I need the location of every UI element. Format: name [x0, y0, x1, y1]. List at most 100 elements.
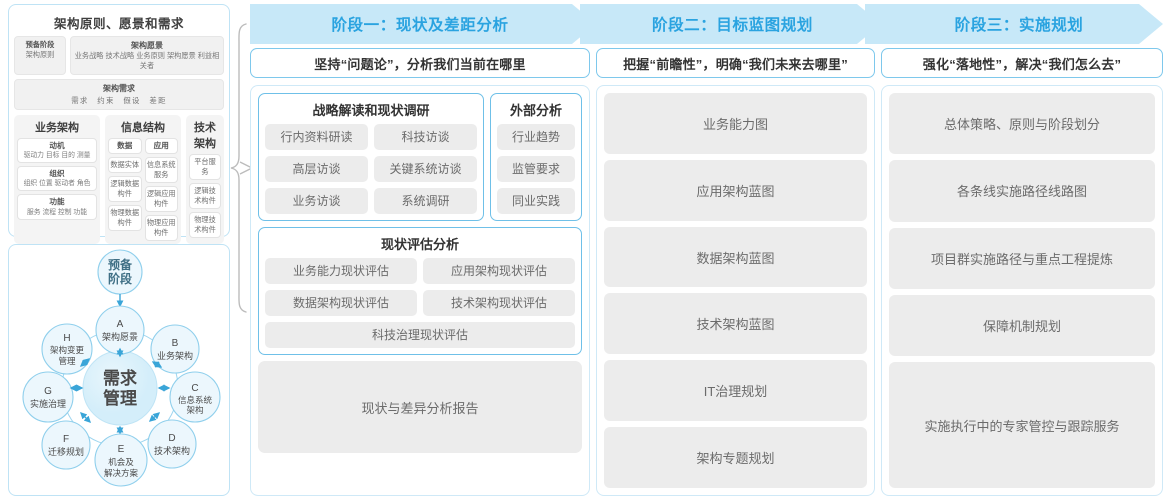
togaf-cell-physical-application-component-text: 物理应用构件 — [146, 218, 176, 238]
phase-3-body: 总体策略、原则与阶段划分 各条线实施路径线路图 项目群实施路径与重点工程提炼 保… — [881, 85, 1163, 496]
item-expert-control-tracking-service[interactable]: 实施执行中的专家管控与跟踪服务 — [889, 362, 1155, 489]
item-technology-architecture-blueprint[interactable]: 技术架构蓝图 — [604, 293, 867, 355]
item-application-architecture-blueprint[interactable]: 应用架构蓝图 — [604, 159, 867, 221]
adm-node-c-label-1: 信息系统 — [178, 395, 213, 405]
chip-business-interview[interactable]: 业务访谈 — [265, 188, 368, 214]
adm-node-e-label-2: 解决方案 — [104, 468, 139, 478]
adm-node-e-key: E — [118, 444, 125, 455]
togaf-pillar-information-header: 信息结构 — [121, 121, 165, 134]
togaf-adm-cycle-panel: 需求 管理 预备 阶段 A 架构愿景 B 业务架构 C 信息系统 架构 — [8, 244, 230, 496]
strategy-survey-row-3: 业务访谈 系统调研 — [265, 188, 477, 214]
chip-tech-governance-assessment[interactable]: 科技治理现状评估 — [265, 322, 575, 348]
togaf-cell-physical-data-component: 物理数据构件 — [108, 205, 142, 232]
phase-3-banner: 阶段三：实施规划 — [875, 4, 1163, 44]
phase-1-banner: 阶段一：现状及差距分析 — [250, 4, 590, 44]
togaf-cell-platform-service: 平台服务 — [189, 153, 221, 180]
togaf-info-col-data: 数据 数据实体 逻辑数据构件 物理数据构件 — [108, 137, 142, 242]
chip-data-architecture-assessment[interactable]: 数据架构现状评估 — [265, 290, 417, 316]
adm-node-f-key: F — [63, 434, 69, 445]
phase-2-body: 业务能力图 应用架构蓝图 数据架构蓝图 技术架构蓝图 IT治理规划 架构专题规划 — [596, 85, 875, 496]
phase-3-column: 强化“落地性”，解决“我们怎么去” 总体策略、原则与阶段划分 各条线实施路径线路… — [881, 48, 1163, 496]
adm-node-e-label-1: 机会及 — [108, 457, 134, 467]
chip-executive-interview[interactable]: 高层访谈 — [265, 156, 368, 182]
phase-2-banner-text: 阶段二：目标蓝图规划 — [651, 17, 813, 34]
adm-node-c-key: C — [191, 383, 198, 394]
item-data-architecture-blueprint[interactable]: 数据架构蓝图 — [604, 226, 867, 288]
adm-center-line1: 需求 — [103, 368, 137, 388]
togaf-cell-physical-data-component-text: 物理数据构件 — [110, 208, 140, 228]
adm-node-b-label: 业务架构 — [157, 350, 193, 361]
togaf-cell-logical-data-component: 逻辑数据构件 — [108, 175, 142, 203]
adm-node-a-key: A — [117, 319, 124, 330]
phase-1-column: 坚持“问题论”，分析我们当前在哪里 战略解读和现状调研 行内资料研读 科技访谈 … — [250, 48, 590, 496]
togaf-pillars: 业务架构 动机 驱动力 目标 目的 测量 组织 组织 位置 驱动者 角色 功能 … — [14, 114, 224, 245]
assessment-row-3: 科技治理现状评估 — [265, 322, 575, 348]
togaf-cell-physical-application-component: 物理应用构件 — [144, 215, 178, 242]
togaf-pillar-business: 业务架构 动机 驱动力 目标 目的 测量 组织 组织 位置 驱动者 角色 功能 … — [14, 114, 100, 245]
item-it-governance-plan[interactable]: IT治理规划 — [604, 360, 867, 422]
adm-node-h-label-1: 架构变更 — [50, 345, 85, 355]
item-business-capability-map[interactable]: 业务能力图 — [604, 93, 867, 154]
togaf-req-line1: 架构需求 — [103, 84, 135, 94]
adm-node-c-label-2: 架构 — [186, 405, 203, 415]
gap-analysis-report-card[interactable]: 现状与差异分析报告 — [258, 361, 582, 453]
phase-3-subtitle: 强化“落地性”，解决“我们怎么去” — [881, 48, 1163, 78]
phase-1-banner-text: 阶段一：现状及差距分析 — [331, 17, 509, 34]
phase-3-item-list: 总体策略、原则与阶段划分 各条线实施路径线路图 项目群实施路径与重点工程提炼 保… — [889, 93, 1155, 489]
togaf-cell-information-system-service-text: 信息系统服务 — [146, 159, 176, 179]
togaf-vision-line1: 架构愿景 — [131, 41, 163, 50]
togaf-cell-data: 数据 — [108, 137, 142, 154]
chip-system-survey[interactable]: 系统调研 — [374, 188, 477, 214]
strategy-survey-row-1: 行内资料研读 科技访谈 — [265, 124, 477, 150]
togaf-cell-data-entity-text: 数据实体 — [110, 159, 140, 169]
togaf-cell-motivation-title: 动机 — [49, 140, 65, 150]
togaf-cell-application-title: 应用 — [153, 140, 169, 150]
external-analysis-title: 外部分析 — [509, 103, 562, 118]
togaf-req-line2: 需求 约束 假设 差距 — [71, 95, 167, 105]
item-line-implementation-roadmap[interactable]: 各条线实施路径线路图 — [889, 160, 1155, 222]
phase-banner-shapes — [250, 4, 1163, 44]
togaf-cell-data-entity: 数据实体 — [108, 156, 142, 173]
chip-internal-doc-study[interactable]: 行内资料研读 — [265, 124, 368, 150]
togaf-cell-organization-title: 组织 — [49, 169, 65, 179]
adm-node-b-key: B — [172, 338, 179, 349]
chip-industry-trends[interactable]: 行业趋势 — [497, 124, 575, 150]
adm-center-line2: 管理 — [103, 388, 137, 408]
chip-business-capability-assessment[interactable]: 业务能力现状评估 — [265, 258, 417, 284]
togaf-info-col-application: 应用 信息系统服务 逻辑应用构件 物理应用构件 — [144, 137, 178, 242]
chip-peer-practices[interactable]: 同业实践 — [497, 188, 575, 214]
item-architecture-topic-plan[interactable]: 架构专题规划 — [604, 427, 867, 488]
togaf-cell-logical-technology-component-text: 逻辑技术构件 — [194, 185, 216, 205]
togaf-prep-line1: 预备阶段 — [25, 40, 55, 49]
item-program-implementation-path[interactable]: 项目群实施路径与重点工程提炼 — [889, 227, 1155, 289]
togaf-cell-physical-technology-component: 物理技术构件 — [189, 211, 221, 239]
togaf-cell-logical-data-component-text: 逻辑数据构件 — [110, 178, 140, 199]
togaf-pillar-technology-header: 技术架构 — [194, 121, 216, 150]
chip-application-architecture-assessment[interactable]: 应用架构现状评估 — [423, 258, 575, 284]
phase-banner-strip: 阶段一：现状及差距分析 阶段二：目标蓝图规划 阶段三：实施规划 — [250, 4, 1163, 44]
phase-3-banner-text: 阶段三：实施规划 — [954, 17, 1084, 34]
togaf-cell-physical-technology-component-text: 物理技术构件 — [194, 214, 216, 235]
adm-node-f-label: 迁移规划 — [48, 446, 84, 457]
item-assurance-mechanism-plan[interactable]: 保障机制规划 — [889, 294, 1155, 357]
adm-node-h-label-2: 管理 — [58, 356, 76, 366]
togaf-prep-line2: 架构原则 — [25, 49, 55, 59]
phase-3-banner-shape — [865, 4, 1163, 44]
chip-technology-architecture-assessment[interactable]: 技术架构现状评估 — [423, 290, 575, 316]
assessment-row-1: 业务能力现状评估 应用架构现状评估 — [265, 258, 575, 284]
chip-key-system-interview[interactable]: 关键系统访谈 — [374, 156, 477, 182]
adm-cycle-svg: 需求 管理 预备 阶段 A 架构愿景 B 业务架构 C 信息系统 架构 — [22, 249, 221, 487]
togaf-cell-organization: 组织 组织 位置 驱动者 角色 — [17, 166, 97, 192]
togaf-cell-logical-application-component-text: 逻辑应用构件 — [146, 189, 176, 209]
item-overall-strategy-principles-phases[interactable]: 总体策略、原则与阶段划分 — [889, 93, 1155, 155]
chip-tech-interview[interactable]: 科技访谈 — [374, 124, 477, 150]
chip-regulatory-requirements[interactable]: 监管要求 — [497, 156, 575, 182]
phase-1-body: 战略解读和现状调研 行内资料研读 科技访谈 高层访谈 关键系统访谈 业务访谈 系… — [250, 85, 590, 496]
togaf-top-band: 预备阶段 架构原则 架构愿景 业务战略 技术战略 业务原则 架构愿景 利益相关者 — [14, 36, 224, 76]
adm-node-d-label: 技术架构 — [154, 445, 190, 456]
togaf-cell-application: 应用 — [144, 137, 178, 154]
togaf-vision-line2: 业务战略 技术战略 业务原则 架构愿景 利益相关者 — [74, 51, 220, 71]
current-state-assessment-title: 现状评估分析 — [380, 237, 459, 252]
togaf-cell-organization-sub: 组织 位置 驱动者 角色 — [23, 180, 91, 188]
